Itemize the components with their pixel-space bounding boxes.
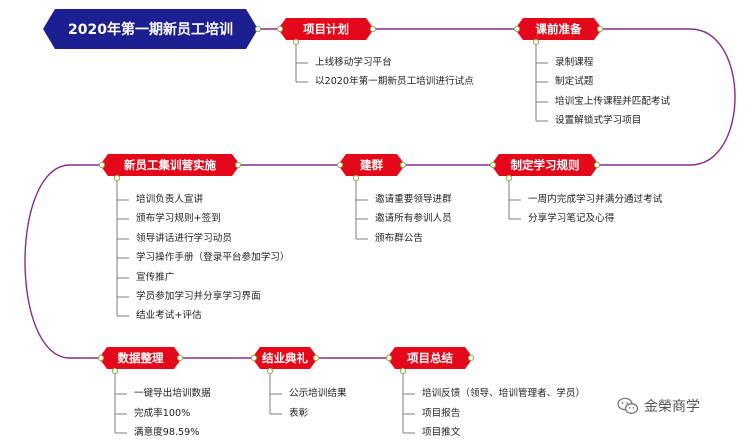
junction-dot [399,367,407,375]
data-item: 一键导出培训数据 [134,388,211,399]
group-item: 颁布群公告 [375,233,423,244]
junction-dot [399,161,407,169]
group-item: 邀请所有参训人员 [375,213,452,224]
plan-item: 以2020年第一期新员工培训进行试点 [315,76,474,87]
ceremony-item: 公示培训结果 [289,388,347,399]
junction-dot [98,161,106,169]
connector-implement-data [24,164,100,359]
node-prep-shape [515,18,602,40]
node-data-shape [99,347,182,369]
group-item: 邀请重要领导进群 [375,194,452,205]
watermark: 金榮商学 [617,396,700,416]
junction-dot [292,38,300,46]
implement-item: 领导讲话进行学习动员 [136,233,232,244]
summary-item: 项目推文 [422,427,461,438]
item-brackets [114,41,548,434]
implement-item: 培训负责人宣讲 [136,194,204,205]
junction-dot [111,367,119,375]
summary-item: 项目报告 [422,408,461,419]
node-plan-shape [278,18,374,40]
prep-item: 制定试题 [555,76,594,87]
rules-item: 一周内完成学习并满分通过考试 [528,194,663,205]
junction-dot [489,161,497,169]
ceremony-item: 表彰 [289,408,309,419]
junction-dots [97,25,604,375]
plan-item: 上线移动学习平台 [315,57,392,68]
junction-dot [467,354,475,362]
junction-dot [336,161,344,169]
node-group-shape [338,154,405,176]
junction-dot [352,174,360,182]
implement-item: 结业考试+评估 [136,310,202,321]
junction-dot [312,354,320,362]
implement-item: 学员参加学习并分享学习界面 [136,291,261,302]
implement-item: 颁布学习规则+签到 [136,213,221,224]
prep-item: 设置解锁式学习项目 [555,115,642,126]
prep-item: 培训宝上传课程并匹配考试 [555,96,671,107]
node-rules-shape [491,154,599,176]
junction-dot [176,354,184,362]
junction-dot [369,25,377,33]
junction-dot [113,174,121,182]
junction-dot [276,25,284,33]
connector-prep-rules [599,28,736,166]
data-item: 满意度98.59% [134,427,200,438]
junction-dot [234,161,242,169]
implement-item: 宣传推广 [136,272,175,283]
watermark-text: 金榮商学 [644,399,700,415]
junction-dot [266,367,274,375]
node-ceremony-shape [252,347,318,369]
summary-item: 培训反馈（领导、培训管理者、学员） [422,388,586,399]
data-item: 完成率100% [134,408,191,419]
junction-dot [385,354,393,362]
junction-dot [250,354,258,362]
junction-dot [97,354,105,362]
wechat-icon [617,397,639,414]
junction-dot [532,38,540,46]
rules-item: 分享学习笔记及心得 [528,213,615,224]
node-implement-shape [100,154,240,176]
root-node-shape [43,9,258,49]
junction-dot [505,174,513,182]
junction-dot [254,25,262,33]
node-summary-shape [387,347,473,369]
junction-dot [513,25,521,33]
prep-item: 录制课程 [555,57,594,68]
junction-dot [593,161,601,169]
implement-item: 学习操作手册（登录平台参加学习） [136,252,290,263]
connectors [24,28,736,359]
junction-dot [596,25,604,33]
